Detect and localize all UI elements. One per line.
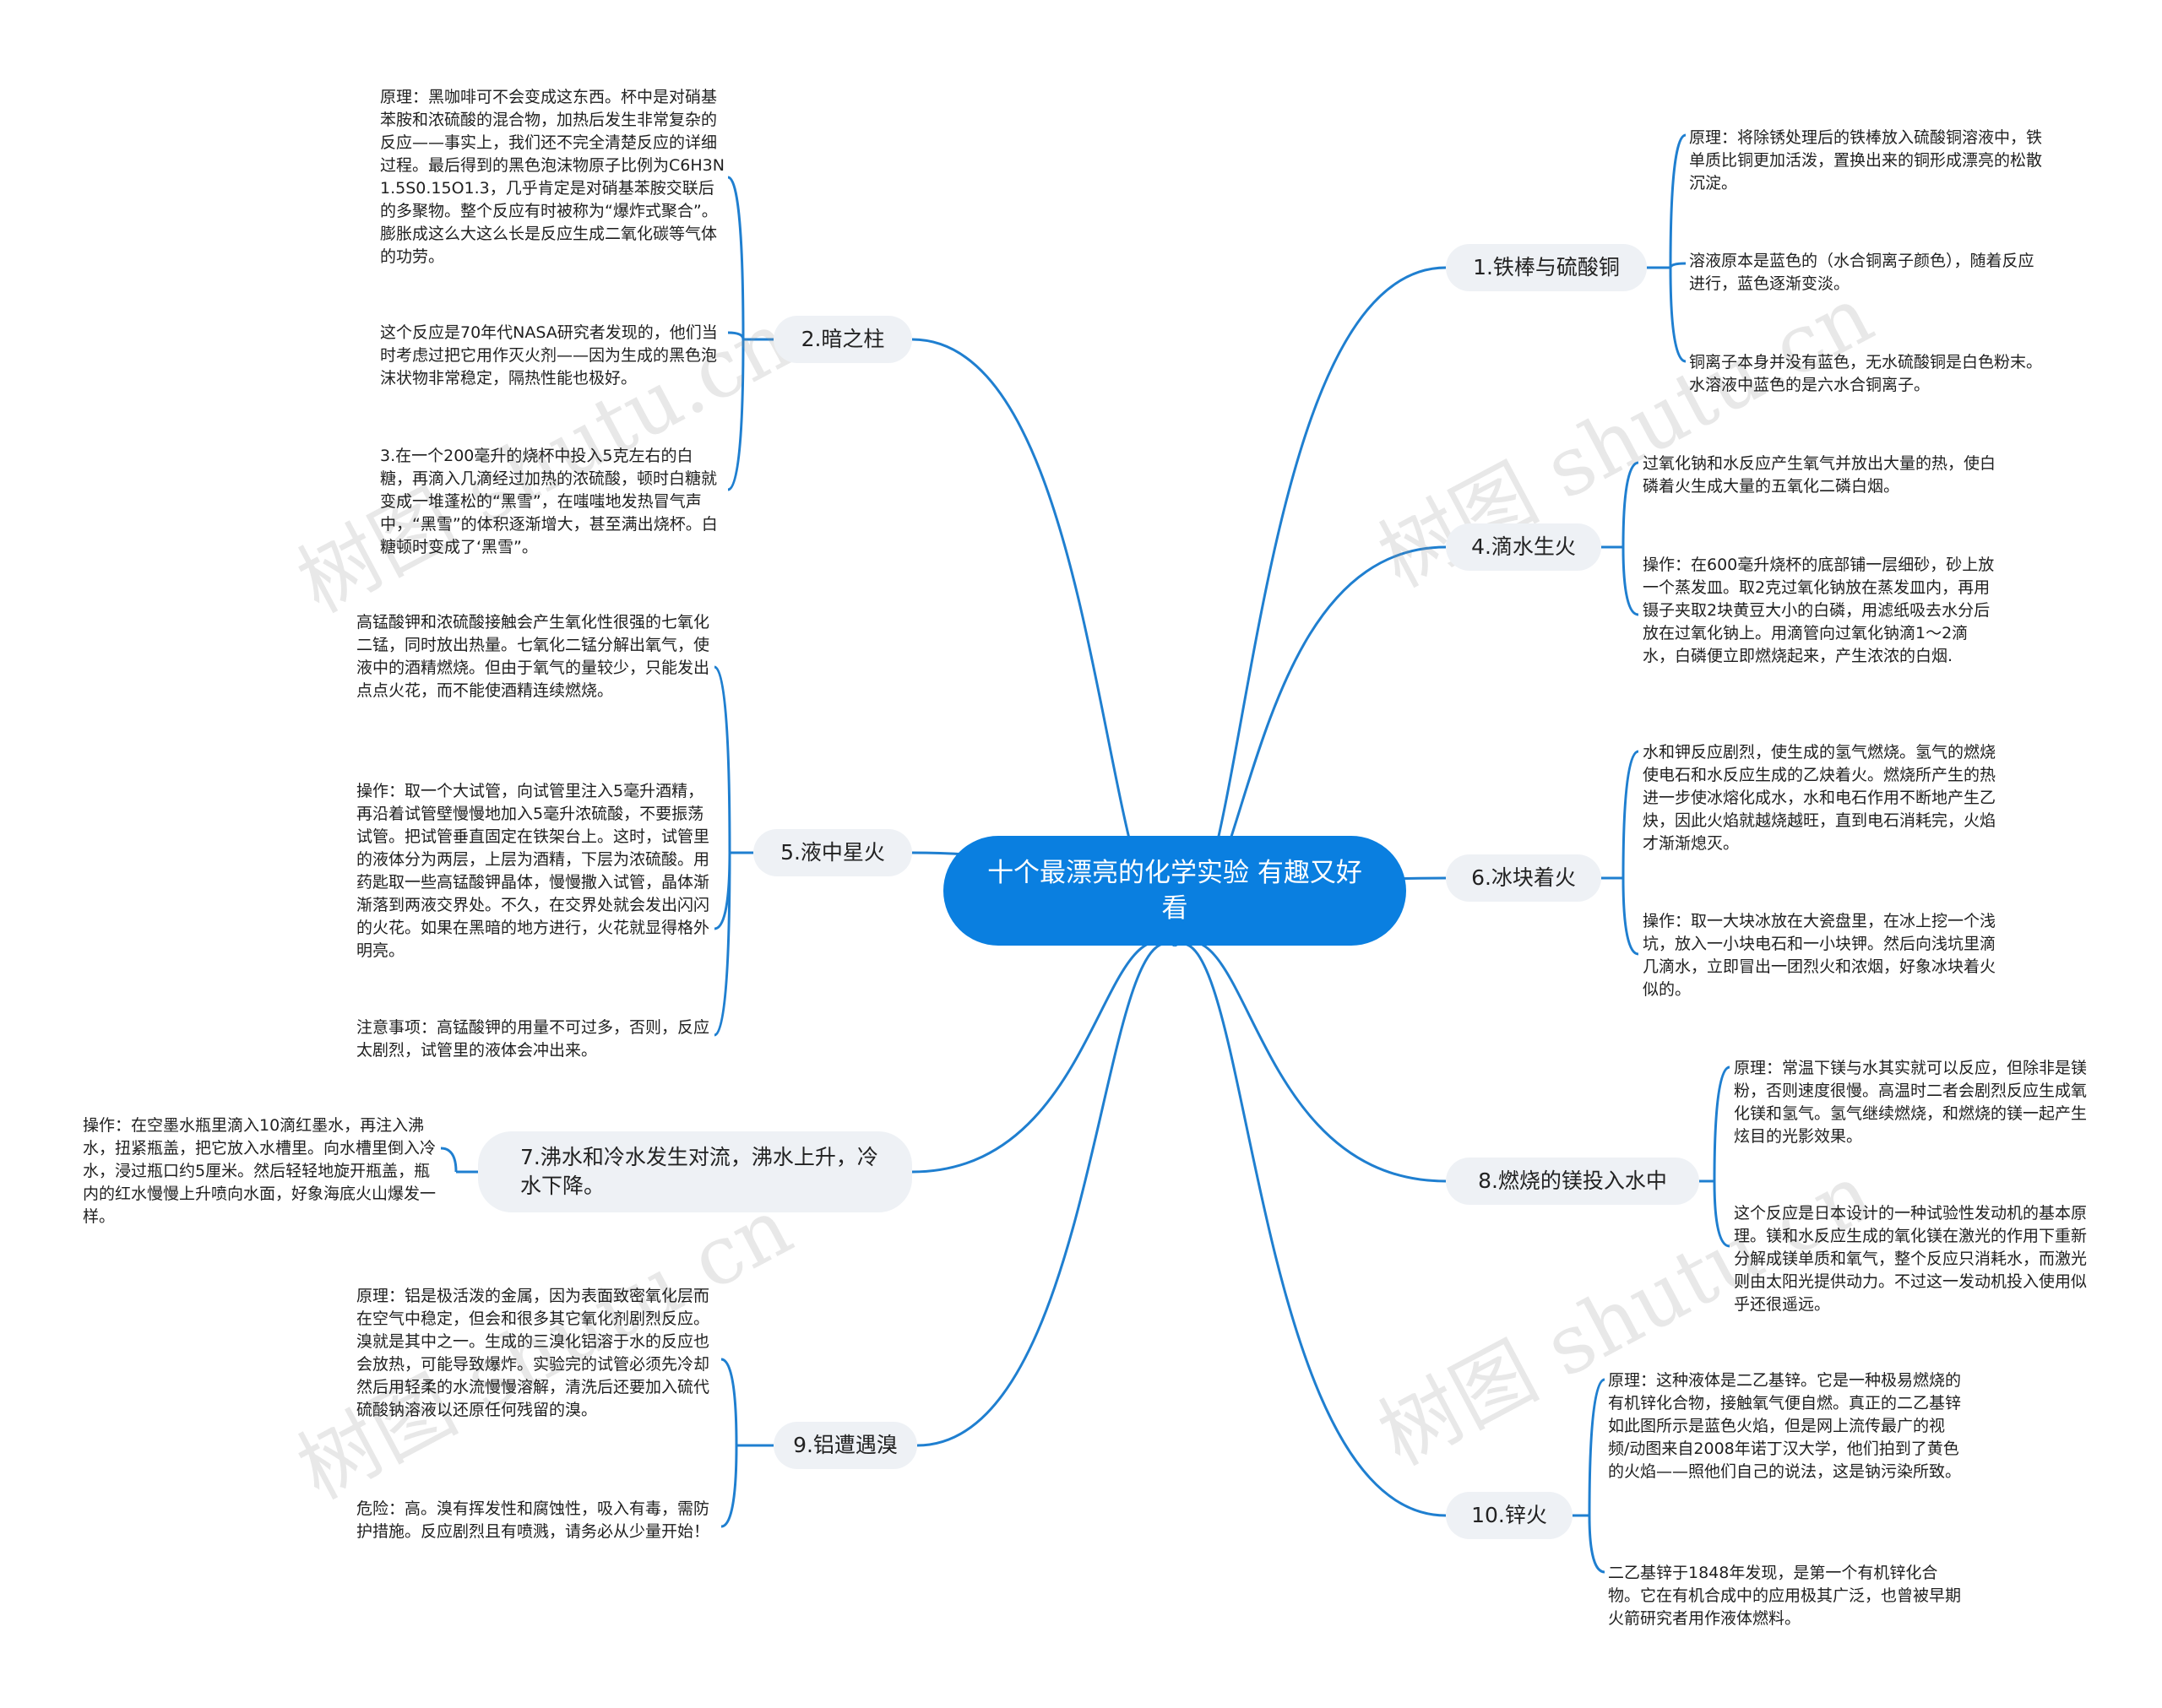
note-5-2: 操作：取一个大试管，向试管里注入5毫升酒精，再沿着试管壁慢慢地加入5毫升浓硫酸，… — [356, 782, 710, 960]
bracket-curve — [1622, 877, 1639, 956]
note-10-2: 二乙基锌于1848年发现，是第一个有机锌化合物。它在有机合成中的应用极其广泛，也… — [1608, 1564, 1962, 1628]
note-5-3: 注意事项：高锰酸钾的用量不可过多，否则，反应太剧烈，试管里的液体会冲出来。 — [356, 1018, 710, 1060]
bracket-curve — [1622, 750, 1639, 879]
note-6-1: 水和钾反应剧烈，使生成的氢气燃烧。氢气的燃烧使电石和水反应生成的乙炔着火。燃烧所… — [1643, 743, 1996, 853]
bracket-curve — [727, 339, 745, 491]
center-link-left — [911, 940, 1176, 1174]
note-7-1: 操作：在空墨水瓶里滴入10滴红墨水，再注入沸水，扭紧瓶盖，把它放入水槽里。向水槽… — [83, 1116, 437, 1226]
bracket-curve — [1713, 1180, 1730, 1248]
note-6-2: 操作：取一大块冰放在大瓷盘里，在冰上挖一个浅坑，放入一小块电石和一小块钾。然后向… — [1643, 912, 1996, 999]
center-link-right — [1174, 942, 1447, 1517]
branch-node-2[interactable]: 2.暗之柱 — [774, 316, 912, 363]
note-2-3: 3.在一个200毫升的烧杯中投入5克左右的白糖，再滴入几滴经过加热的浓硫酸，顿时… — [380, 447, 718, 556]
bracket-curve — [1588, 1378, 1605, 1516]
note-4-2: 操作：在600毫升烧杯的底部铺一层细砂，砂上放一个蒸发皿。取2克过氧化钠放在蒸发… — [1643, 556, 1995, 665]
branch-node-8[interactable]: 8.燃烧的镁投入水中 — [1446, 1158, 1699, 1205]
branch-node-4[interactable]: 4.滴水生火 — [1446, 523, 1601, 571]
branch-node-6[interactable]: 6.冰块着火 — [1446, 854, 1601, 902]
bracket-curve — [714, 852, 731, 1037]
note-4-1: 过氧化钠和水反应产生氧气并放出大量的热，使白磷着火生成大量的五氧化二磷白烟。 — [1643, 454, 1996, 496]
branch-node-7[interactable]: 7.沸水和冷水发生对流，沸水上升，冷水下降。 — [478, 1131, 912, 1212]
note-1-2: 溶液原本是蓝色的（水合铜离子颜色），随着反应进行，蓝色逐渐变淡。 — [1689, 252, 2034, 293]
bracket-curve — [1669, 267, 1687, 363]
bracket-curve — [714, 665, 731, 854]
branch-node-9[interactable]: 9.铝遭遇溴 — [774, 1422, 917, 1469]
center-link-left — [916, 941, 1176, 1447]
bracket-curve — [1622, 461, 1639, 548]
bracket-curve — [440, 1147, 458, 1173]
bracket-curve — [727, 176, 745, 340]
note-1-1: 原理：将除锈处理后的铁棒放入硫酸铜溶液中，铁单质比铜更加活泼，置换出来的铜形成漂… — [1689, 128, 2043, 192]
note-9-2: 危险：高。溴有挥发性和腐蚀性，吸入有毒，需防护措施。反应剧烈且有喷溅，请务必从少… — [356, 1499, 710, 1541]
bracket-curve — [727, 331, 745, 340]
note-10-1: 原理：这种液体是二乙基锌。它是一种极易燃烧的有机锌化合物，接触氧气便自燃。真正的… — [1608, 1371, 1962, 1481]
note-1-3: 铜离子本身并没有蓝色，无水硫酸铜是白色粉末。水溶液中蓝色的是六水合铜离子。 — [1689, 353, 2043, 394]
bracket-curve — [720, 1358, 738, 1446]
center-link-right — [1174, 940, 1447, 1183]
note-9-1: 原理：铝是极活泼的金属，因为表面致密氧化层而在空气中稳定，但会和很多其它氧化剂剧… — [356, 1287, 710, 1419]
note-8-1: 原理：常温下镁与水其实就可以反应，但除非是镁粉，否则速度很慢。高温时二者会剧烈反… — [1734, 1059, 2088, 1146]
bracket-curve — [1622, 546, 1639, 616]
bracket-curve — [1588, 1515, 1605, 1574]
branch-node-10[interactable]: 10.锌火 — [1446, 1492, 1573, 1539]
branch-node-5[interactable]: 5.液中星火 — [753, 829, 912, 876]
bracket-curve — [1669, 133, 1687, 268]
branch-node-1[interactable]: 1.铁棒与硫酸铜 — [1446, 244, 1647, 291]
note-2-1: 原理：黑咖啡可不会变成这东西。杯中是对硝基苯胺和浓硫酸的混合物，加热后发生非常复… — [380, 88, 725, 266]
bracket-curve — [1669, 262, 1687, 268]
note-5-1: 高锰酸钾和浓硫酸接触会产生氧化性很强的七氧化二锰，同时放出热量。七氧化二锰分解出… — [356, 613, 710, 700]
note-8-2: 这个反应是日本设计的一种试验性发动机的基本原理。镁和水反应生成的氧化镁在激光的作… — [1734, 1204, 2088, 1314]
bracket-curve — [1713, 1065, 1730, 1182]
central-topic[interactable]: 十个最漂亮的化学实验 有趣又好看 — [943, 836, 1406, 946]
note-2-2: 这个反应是70年代NASA研究者发现的，他们当时考虑过把它用作灭火剂——因为生成… — [380, 323, 718, 388]
bracket-curve — [720, 1445, 738, 1528]
